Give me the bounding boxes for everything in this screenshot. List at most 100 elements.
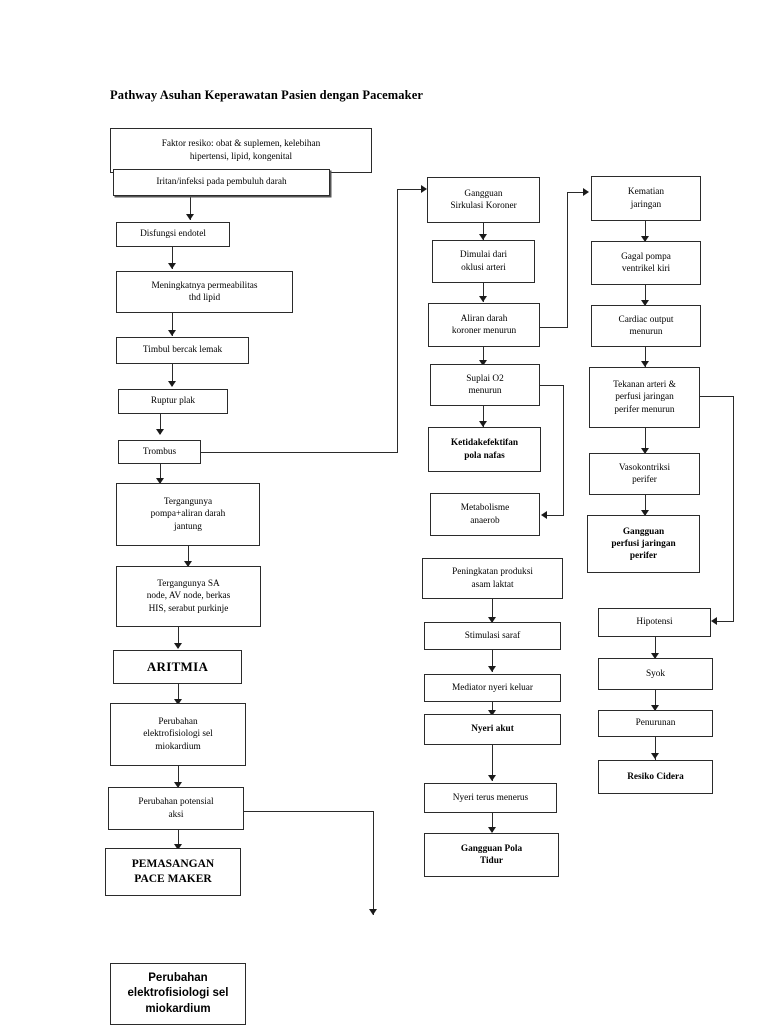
node-meningkatnya-permeabilitas[interactable]: Meningkatnya permeabilitas thd lipid [116,271,293,313]
node-perubahan-potensial-aksi[interactable]: Perubahan potensial aksi [108,787,244,830]
edge-n11-n12-arrow [174,782,182,788]
node-aritmia[interactable]: ARITMIA [113,650,242,684]
edge-n12-n14-v [373,811,374,915]
edge-r07-r08-line [655,637,656,658]
edge-m02-m03-arrow [479,296,487,302]
edge-r03-r04-arrow [641,361,649,367]
edge-n11-n12-line [178,766,179,787]
node-disfungsi-endotel[interactable]: Disfungsi endotel [116,222,230,247]
node-iritan-infeksi[interactable]: Iritan/infeksi pada pembuluh darah [113,169,330,196]
node-nyeri-akut[interactable]: Nyeri akut [424,714,561,745]
edge-n04-n05-line [172,313,173,336]
edge-m08-m09-arrow [488,666,496,672]
node-perubahan-elektrofisiologi[interactable]: Perubahan elektrofisiologi sel miokardiu… [110,703,246,766]
edge-n07-n08-arrow [156,478,164,484]
edge-r02-r03-arrow [641,300,649,306]
edge-n06-n07-line [160,414,161,434]
edge-m01-m02-arrow [479,234,487,240]
edge-n05-n06-line [172,364,173,386]
edge-r01-r02-line [645,221,646,241]
node-pemasangan-pace-maker[interactable]: PEMASANGAN PACE MAKER [105,848,241,896]
node-syok[interactable]: Syok [598,658,713,690]
node-peningkatan-asam-laktat[interactable]: Peningkatan produksi asam laktat [422,558,563,599]
node-suplai-o2-menurun[interactable]: Suplai O2 menurun [430,364,540,406]
edge-n12-n14-arrow [369,909,377,915]
edge-r01-r02-arrow [641,236,649,242]
edge-m08-m09-line [492,650,493,672]
edge-n06-n07-arrow [156,429,164,435]
edge-r08-r09-arrow [651,705,659,711]
edge-r04-r05-arrow [641,448,649,454]
node-perubahan-elektrofisiologi-bottom[interactable]: Perubahan elektrofisiologi sel miokardiu… [110,963,246,1025]
edge-m03-r01-h2 [567,192,586,193]
node-metabolisme-anaerob[interactable]: Metabolisme anaerob [430,493,540,536]
node-dimulai-oklusi-arteri[interactable]: Dimulai dari oklusi arteri [432,240,535,283]
node-terganggunya-pompa[interactable]: Tergangunya pompa+aliran darah jantung [116,483,260,546]
edge-n10-n11-line [178,684,179,703]
edge-m07-m08-arrow [488,617,496,623]
edge-n10-n11-arrow [174,699,182,705]
node-faktor-resiko[interactable]: Faktor resiko: obat & suplemen, kelebiha… [110,128,372,173]
edge-n07-m01-arrow [421,185,427,193]
node-gangguan-perfusi-jaringan-perifer[interactable]: Gangguan perfusi jaringan perifer [587,515,700,573]
edge-n09-n10-arrow [174,643,182,649]
edge-m11-m12-arrow [488,827,496,833]
edge-r09-r10-line [655,737,656,760]
edge-n08-n09-line [188,546,189,566]
edge-r09-r10-arrow [651,753,659,759]
node-gangguan-sirkulasi-koroner[interactable]: Gangguan Sirkulasi Koroner [427,177,540,223]
edge-m07-m08-line [492,599,493,622]
edge-m09-m10-arrow [488,710,496,716]
edge-m03-r01-arrow [583,188,589,196]
edge-m01-m02-line [483,223,484,240]
node-nyeri-terus-menerus[interactable]: Nyeri terus menerus [424,783,557,813]
edge-n12-n13-arrow [174,844,182,850]
node-terganggunya-sa-node[interactable]: Tergangunya SA node, AV node, berkas HIS… [116,566,261,627]
edge-n02-n03-arrow [186,214,194,220]
node-mediator-nyeri-keluar[interactable]: Mediator nyeri keluar [424,674,561,702]
node-gangguan-pola-tidur[interactable]: Gangguan Pola Tidur [424,833,559,877]
edge-r02-r03-line [645,285,646,305]
node-timbul-bercak-lemak[interactable]: Timbul bercak lemak [116,337,249,364]
node-trombus[interactable]: Trombus [118,440,201,464]
edge-r04-r07-h1 [700,396,734,397]
node-gagal-pompa-ventrikel-kiri[interactable]: Gagal pompa ventrikel kiri [591,241,701,285]
edge-m04-m05-arrow [479,421,487,427]
edge-r08-r09-line [655,690,656,710]
node-ruptur-plak[interactable]: Ruptur plak [118,389,228,414]
edge-m04-m06-v [563,385,564,516]
edge-m04-m06-h2 [547,515,564,516]
edge-r04-r07-v [733,396,734,622]
edge-n04-n05-arrow [168,330,176,336]
edge-m02-m03-line [483,283,484,302]
node-hipotensi[interactable]: Hipotensi [598,608,711,637]
node-ketidakefektifan-pola-nafas[interactable]: Ketidakefektifan pola nafas [428,427,541,472]
edge-r04-r05-line [645,428,646,453]
node-stimulasi-saraf[interactable]: Stimulasi saraf [424,622,561,650]
node-vasokontriksi-perifer[interactable]: Vasokontriksi perifer [589,453,700,495]
edge-n03-n04-arrow [168,263,176,269]
node-penurunan[interactable]: Penurunan [598,710,713,737]
node-cardiac-output-menurun[interactable]: Cardiac output menurun [591,305,701,347]
edge-m04-m06-arrow [541,511,547,519]
node-tekanan-arteri-perfusi[interactable]: Tekanan arteri & perfusi jaringan perife… [589,367,700,428]
edge-m11-m12-line [492,813,493,832]
edge-n12-n14-h [244,811,374,812]
edge-m03-r01-h1 [540,327,568,328]
edge-m03-m04-line [483,347,484,366]
edge-r04-r07-arrow [711,617,717,625]
edge-m04-m05-line [483,406,484,427]
node-resiko-cidera[interactable]: Resiko Cidera [598,760,713,794]
edge-m10-m11-line [492,745,493,781]
edge-n05-n06-arrow [168,381,176,387]
node-aliran-darah-koroner-menurun[interactable]: Aliran darah koroner menurun [428,303,540,347]
edge-n03-n04-line [172,247,173,269]
node-kematian-jaringan[interactable]: Kematian jaringan [591,176,701,221]
edge-n07-m01-h1 [200,452,398,453]
edge-r03-r04-line [645,347,646,367]
edge-m10-m11-arrow [488,775,496,781]
edge-r04-r07-h2 [717,621,734,622]
edge-m03-m04-arrow [479,360,487,366]
edge-n07-m01-v [397,189,398,453]
